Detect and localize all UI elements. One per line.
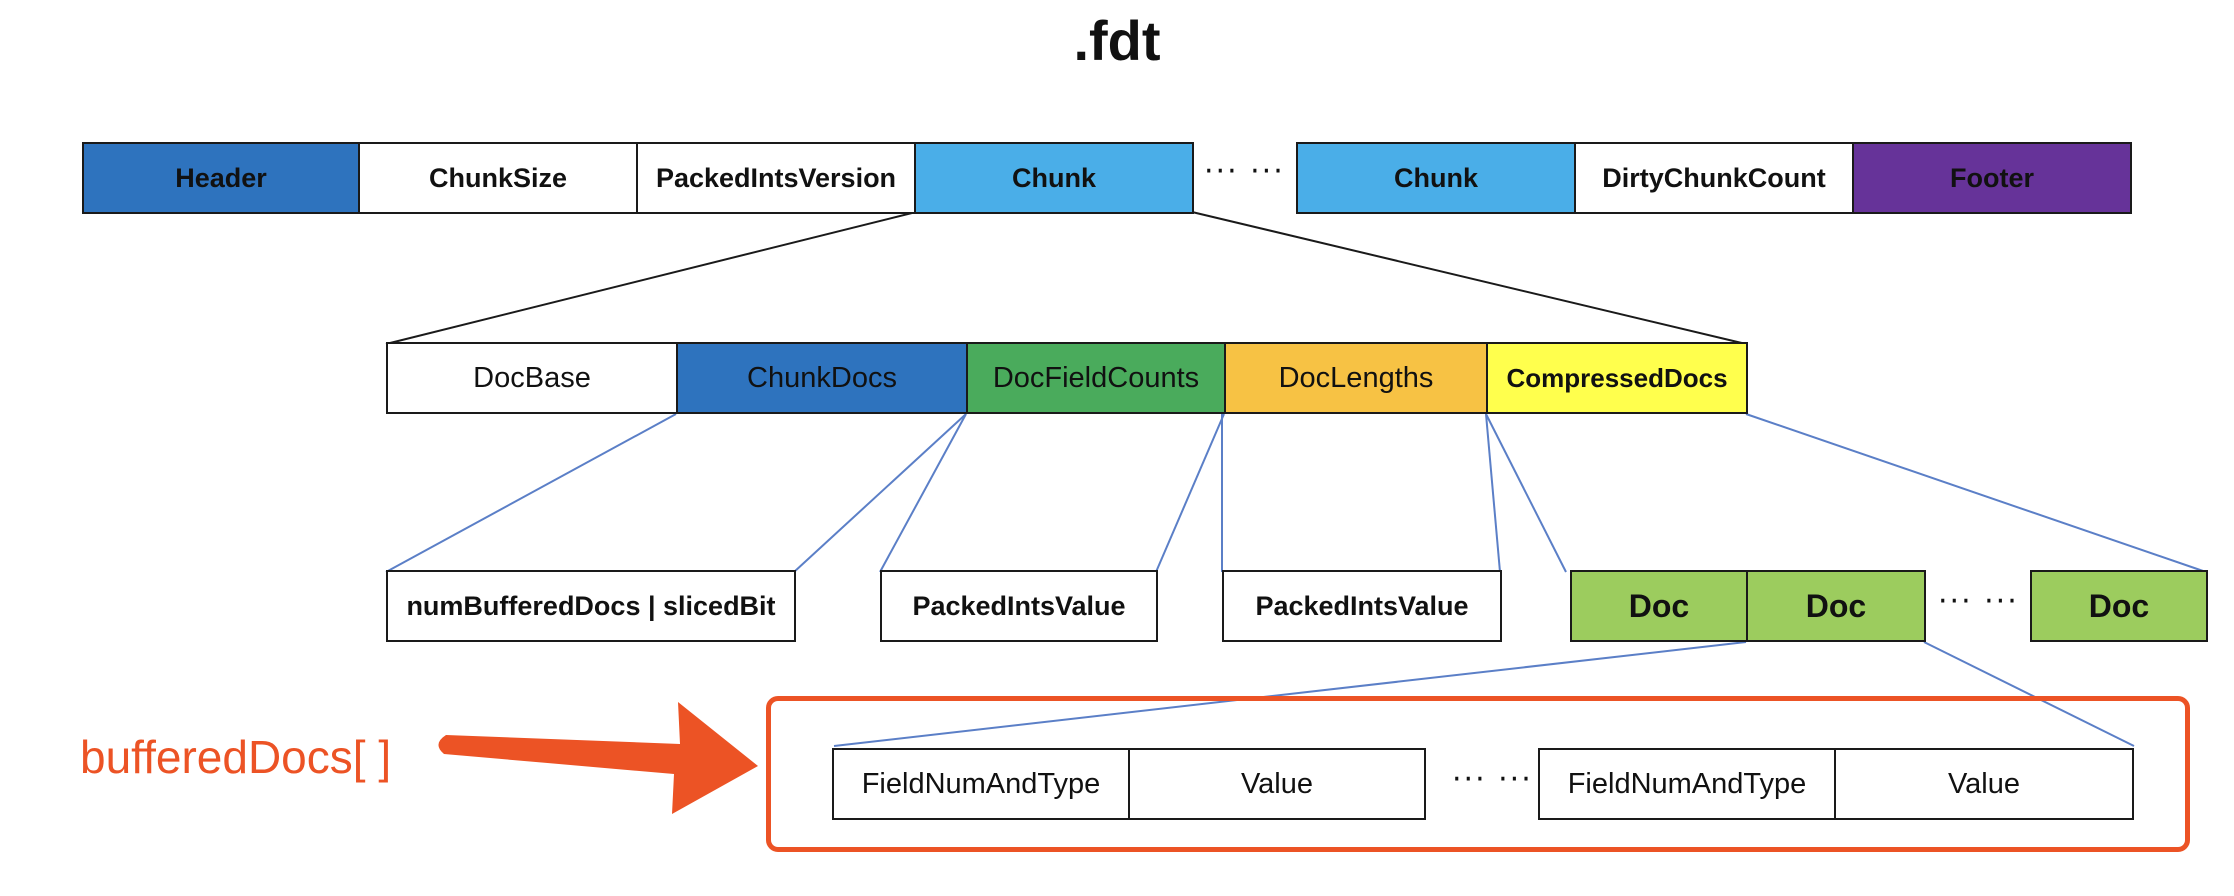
value-block-1: Value [1128,748,1426,820]
header-block: Header [82,142,360,214]
compresseddocs-line-right [1745,413,2207,573]
buffered-docs-label: bufferedDocs[ ] [80,731,392,783]
buffered-docs-frame [766,696,2190,852]
row3-ellipsis: ··· ··· [1938,584,2019,619]
compressed-docs-block: CompressedDocs [1486,342,1748,414]
doc-field-counts-block: DocFieldCounts [966,342,1226,414]
chunkdocs-line-left [385,413,677,573]
diagram-title: .fdt [1073,9,1161,72]
chunk-docs-block: ChunkDocs [676,342,968,414]
chunkdocs-line-right [793,413,967,573]
compresseddocs-line-left [1485,413,1567,573]
doc-block-1: Doc [1570,570,1748,642]
packed-ints-version-block: PackedIntsVersion [636,142,916,214]
packed-ints-value-block-1: PackedIntsValue [880,570,1158,642]
row4-ellipsis: ··· ··· [1452,762,1533,797]
doc-lengths-block: DocLengths [1224,342,1488,414]
value-block-2: Value [1834,748,2134,820]
field-num-and-type-block-2: FieldNumAndType [1538,748,1836,820]
num-buffered-docs-block: numBufferedDocs | slicedBit [386,570,796,642]
chunk-expand-line-right [1191,211,1747,345]
doc-expand-line-left [833,641,1747,747]
footer-block: Footer [1852,142,2132,214]
chunk-size-block: ChunkSize [358,142,638,214]
docfieldcounts-line-right [1155,413,1225,573]
dirty-chunk-count-block: DirtyChunkCount [1574,142,1854,214]
packed-ints-value-block-2: PackedIntsValue [1222,570,1502,642]
chunk-expand-line-left [385,211,917,345]
doclengths-line-right [1485,413,1501,573]
doc-base-block: DocBase [386,342,678,414]
row1-ellipsis: ··· ··· [1204,154,1285,189]
buffered-docs-arrow [438,702,758,814]
chunk-block-1: Chunk [914,142,1194,214]
docfieldcounts-line-left [879,413,967,573]
chunk-block-2: Chunk [1296,142,1576,214]
doc-block-3: Doc [2030,570,2208,642]
doc-block-2: Doc [1746,570,1926,642]
doc-expand-line-right [1923,641,2135,747]
field-num-and-type-block-1: FieldNumAndType [832,748,1130,820]
